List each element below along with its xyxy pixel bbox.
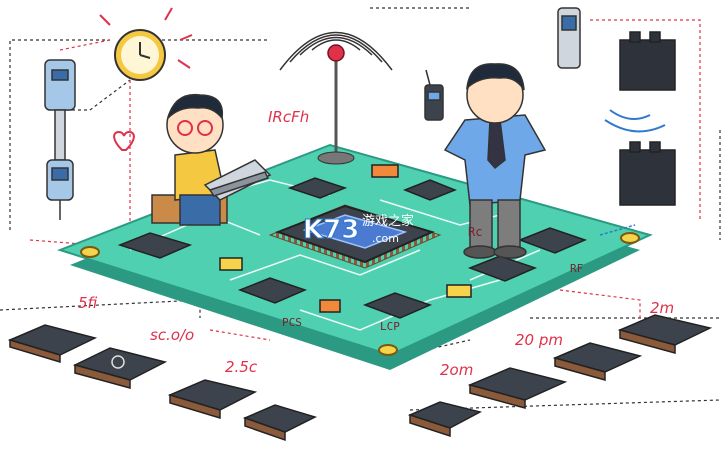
heart-icon xyxy=(113,130,135,151)
dashed-connector-lines xyxy=(0,7,721,411)
signal-waves-icon xyxy=(279,31,393,71)
chip-mid-left xyxy=(237,277,308,304)
label-top-ircfh: IRcFh xyxy=(268,108,309,126)
label-board-lcp: LCP xyxy=(380,320,400,333)
label-right-2om: 2om xyxy=(440,361,473,379)
person-with-walkie-talkie xyxy=(424,63,547,259)
sensor-device-icon xyxy=(44,59,76,220)
chip-far-right xyxy=(517,227,588,254)
loose-chip-1 xyxy=(7,324,98,364)
walkie-talkie-icon xyxy=(424,69,444,121)
remote-device-icon xyxy=(557,7,581,69)
loose-chip-7 xyxy=(552,342,643,381)
loose-chip-3 xyxy=(167,379,258,420)
component-orange-small xyxy=(319,299,341,313)
loose-chip-8 xyxy=(617,314,713,354)
person-with-laptop xyxy=(151,93,272,226)
k73-watermark: K73 游戏之家 .com xyxy=(303,213,415,246)
label-right-2m: 2m xyxy=(650,299,674,317)
label-left-5fi: 5fi xyxy=(78,294,98,312)
chip-left xyxy=(117,232,193,259)
chip-module-bottom-icon xyxy=(619,141,676,206)
loose-chip-6 xyxy=(467,367,568,409)
up-arrow-icon xyxy=(599,224,636,236)
loose-chip-4 xyxy=(242,404,318,442)
label-left-sc: sc.o/o xyxy=(150,326,194,344)
label-board-rf: RF xyxy=(570,262,583,275)
chip-top-left xyxy=(287,177,348,199)
chip-center-low xyxy=(362,292,433,319)
glasses-icon xyxy=(177,120,213,136)
chip-module-top-icon xyxy=(619,31,676,91)
watermark-brand: K73 xyxy=(303,215,359,245)
loose-chips xyxy=(7,314,713,442)
component-yellow-right xyxy=(446,284,472,298)
chip-right xyxy=(467,255,538,282)
watermark-domain: .com xyxy=(372,232,399,245)
laptop-icon xyxy=(203,159,272,201)
clock-icon xyxy=(99,7,193,81)
loose-chip-2 xyxy=(72,347,168,389)
watermark-subtitle: 游戏之家 xyxy=(362,213,414,229)
antenna xyxy=(279,31,393,165)
label-board-rc: Rc xyxy=(468,225,482,239)
label-right-20pm: 20 pm xyxy=(515,331,563,349)
board-chips xyxy=(117,164,588,319)
label-left-25c: 2.5c xyxy=(225,358,258,376)
wireless-signal-icon xyxy=(604,109,666,133)
main-processor-chip xyxy=(268,204,442,269)
chip-top-right xyxy=(402,179,458,201)
component-yellow-left xyxy=(219,257,243,271)
component-orange xyxy=(371,164,399,178)
label-board-pcs: PCS xyxy=(282,316,302,329)
loose-chip-5 xyxy=(407,401,483,438)
